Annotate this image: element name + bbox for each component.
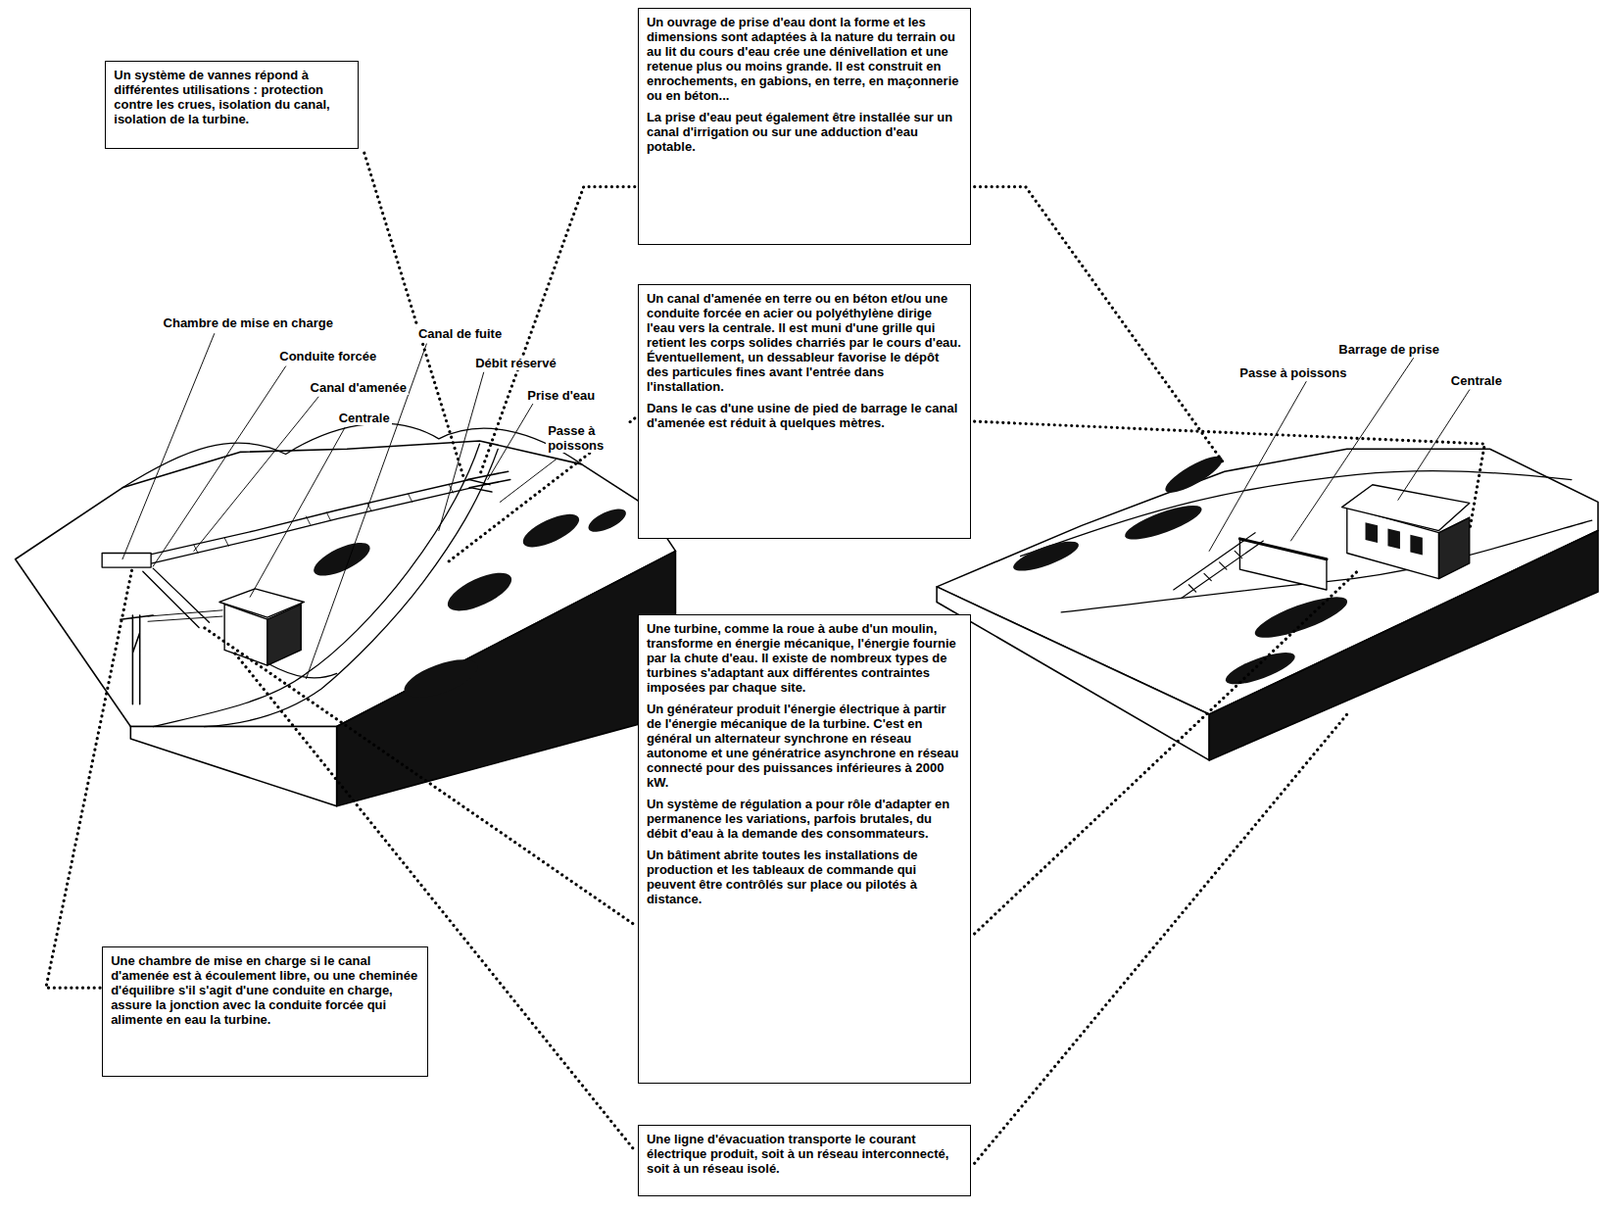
part-label: Prise d'eau — [525, 387, 597, 403]
tree — [584, 504, 630, 537]
tree — [1010, 535, 1082, 578]
fish-ladder — [1173, 533, 1264, 599]
window — [1409, 534, 1422, 556]
river-bank — [203, 448, 498, 727]
part-label: Chambre de mise en charge — [161, 315, 336, 331]
callout-text: Une turbine, comme la roue à aube d'un m… — [646, 621, 964, 695]
tree — [309, 535, 375, 582]
penstock — [143, 568, 210, 628]
house-roof — [1342, 484, 1470, 532]
callout-text: Un système de vannes répond à différente… — [113, 67, 349, 127]
tailrace — [267, 663, 338, 679]
terrain-front — [936, 586, 1210, 761]
part-label: Centrale — [337, 410, 392, 426]
tree — [1221, 646, 1299, 691]
callout-box: Une chambre de mise en charge si le cana… — [101, 946, 429, 1076]
part-label: Conduite forcée — [277, 348, 379, 364]
callout-box: Un ouvrage de prise d'eau dont la forme … — [637, 7, 972, 245]
weir — [467, 471, 511, 488]
tree — [399, 651, 483, 705]
dam — [1239, 538, 1327, 590]
house-roof — [219, 588, 304, 618]
part-label: Centrale — [1449, 373, 1504, 388]
pylon — [120, 615, 153, 705]
part-label: Débit réservé — [473, 355, 558, 371]
window — [1365, 522, 1378, 543]
window — [1387, 528, 1400, 549]
forebay — [101, 552, 151, 568]
tree — [442, 565, 518, 619]
dotted-leader — [46, 152, 1486, 1164]
callout-box: Une ligne d'évacuation transporte le cou… — [637, 1124, 972, 1197]
canal-hatch — [193, 484, 454, 554]
callout-text: Un canal d'amenée en terre ou en béton e… — [646, 290, 964, 394]
callout-box: Une turbine, comme la roue à aube d'un m… — [637, 614, 972, 1084]
callout-text: Dans le cas d'une usine de pied de barra… — [646, 400, 964, 431]
callout-text: La prise d'eau peut également être insta… — [646, 109, 964, 154]
terrain-front — [130, 727, 337, 807]
callout-text: Un système de régulation a pour rôle d'a… — [646, 796, 964, 841]
callout-text: Une chambre de mise en charge si le cana… — [110, 953, 420, 1027]
dam-crest — [1239, 538, 1327, 560]
callout-box: Un système de vannes répond à différente… — [104, 60, 358, 149]
part-label: Canal de fuite — [416, 326, 504, 341]
part-label: Canal d'amenée — [308, 380, 409, 395]
canal — [143, 480, 490, 557]
part-label: Passe à poissons — [1237, 365, 1349, 381]
part-label: Barrage de prise — [1336, 341, 1442, 357]
tree — [518, 507, 583, 554]
callout-box: Un canal d'amenée en terre ou en béton e… — [637, 284, 972, 539]
hill-line — [122, 423, 582, 488]
callout-text: Un ouvrage de prise d'eau dont la forme … — [646, 14, 964, 103]
callout-text: Un bâtiment abrite toutes les installati… — [646, 847, 964, 907]
illustration-part — [15, 152, 1599, 1164]
tree — [1251, 588, 1353, 646]
terrain-side — [337, 550, 677, 806]
power-line — [147, 610, 223, 622]
callout-text: Un générateur produit l'énergie électriq… — [646, 701, 964, 790]
tree — [1161, 450, 1227, 500]
river-bank — [1020, 471, 1572, 557]
callout-text: Une ligne d'évacuation transporte le cou… — [646, 1131, 964, 1176]
part-label: Passe à poissons — [545, 423, 631, 453]
tree — [1121, 498, 1206, 546]
